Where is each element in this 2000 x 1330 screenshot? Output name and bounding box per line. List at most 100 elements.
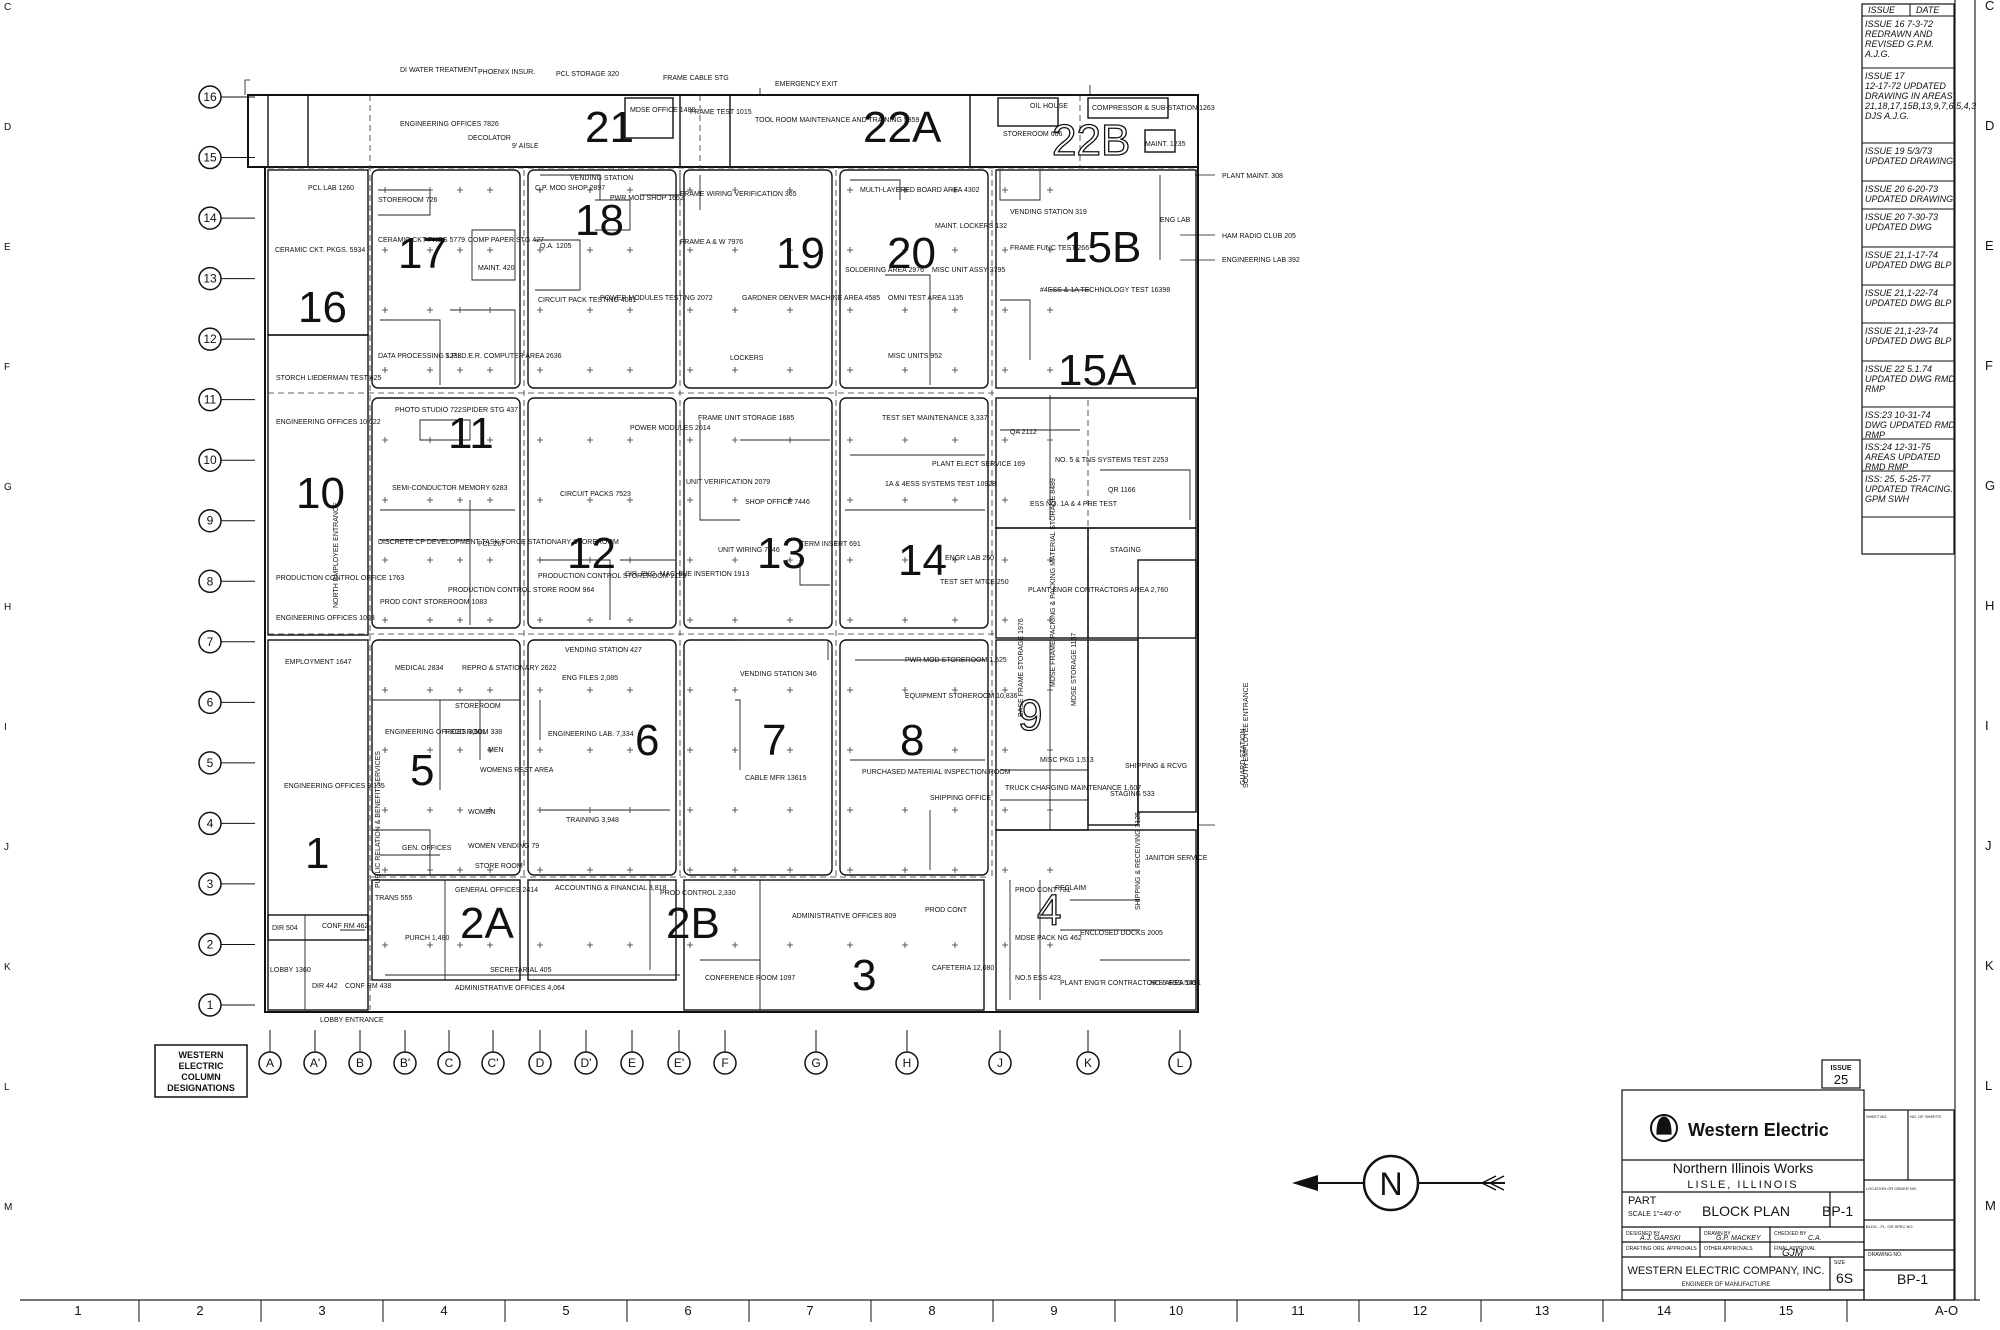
column-marker <box>487 437 493 443</box>
column-marker <box>427 617 433 623</box>
column-marker <box>952 247 958 253</box>
room-label: QA 2112 <box>1010 429 1037 436</box>
room-label: ENGINEERING OFFICES 1003 <box>276 615 375 622</box>
column-marker <box>382 807 388 813</box>
column-marker <box>537 187 543 193</box>
room-label: TRUCK CHARGING MAINTENANCE 1,607 <box>1005 785 1141 792</box>
row-bubble-label: 11 <box>204 393 217 407</box>
column-marker <box>952 557 958 563</box>
building-3-label: 3 <box>852 951 876 1000</box>
room-label: LOBBY 1360 <box>270 967 311 974</box>
building-13-label: 13 <box>757 529 806 578</box>
room-label: WOMEN <box>468 809 496 816</box>
column-bubble-label: C <box>445 1056 454 1070</box>
column-marker <box>457 942 463 948</box>
room-label: CIR. PKG. MACHINE INSERTION 1913 <box>625 571 749 578</box>
column-marker <box>787 557 793 563</box>
room-label: GARDNER DENVER MACHINE AREA 4585 <box>742 295 880 302</box>
building-18-label: 18 <box>575 196 624 245</box>
building-16-label: 16 <box>298 283 347 332</box>
room-label: MISC PKG 1,513 <box>1040 757 1094 764</box>
column-marker <box>847 187 853 193</box>
issue-box: ISSUE 25 <box>1821 1059 1861 1089</box>
column-marker <box>587 807 593 813</box>
column-marker <box>732 807 738 813</box>
room-label: PRODUCTION CONTROL STOREROOM 2125 <box>538 573 686 580</box>
border-letter: L <box>4 1082 10 1093</box>
column-marker <box>1047 437 1053 443</box>
building-19-label: 19 <box>776 229 825 278</box>
building-14-label: 14 <box>898 536 947 585</box>
column-marker <box>847 437 853 443</box>
room-label: DIR 442 <box>312 983 338 990</box>
column-marker <box>787 247 793 253</box>
column-marker <box>687 557 693 563</box>
column-bubble <box>1168 1051 1192 1075</box>
column-bubble <box>437 1051 461 1075</box>
border-letter: F <box>4 362 10 373</box>
column-marker <box>627 307 633 313</box>
title-no-sheets: NO. OF SHEETS <box>1910 1114 1941 1119</box>
column-marker <box>732 687 738 693</box>
column-marker <box>487 307 493 313</box>
column-bubble <box>620 1051 644 1075</box>
title-bldg: BLDG - FL. OR SPEC NO. <box>1866 1224 1914 1229</box>
room-label: FRAME UNIT STORAGE 1685 <box>698 415 794 422</box>
room-label: ENGINEERING OFFICES 7826 <box>400 121 499 128</box>
room-label: PROD CONT <box>925 907 968 914</box>
column-marker <box>1002 687 1008 693</box>
column-marker <box>732 617 738 623</box>
column-bubble-label: D <box>536 1056 545 1070</box>
room-label: ENGINEERING LAB 392 <box>1222 257 1300 264</box>
column-marker <box>427 942 433 948</box>
room-label: PROD CONT 731 <box>1015 887 1071 894</box>
room-label: ENG FILES 2,085 <box>562 675 618 682</box>
column-marker <box>847 687 853 693</box>
title-location: LISLE, ILLINOIS <box>1687 1179 1798 1191</box>
column-marker <box>1047 807 1053 813</box>
title-designed-label: DESIGNED BY <box>1626 1231 1661 1237</box>
building-7-label: 7 <box>762 716 786 765</box>
border-number: 8 <box>928 1303 935 1318</box>
room-label: ACCOUNTING & FINANCIAL 3,818 <box>555 885 666 892</box>
room-label: TEST SET MTCE 250 <box>940 579 1009 586</box>
column-markers <box>382 187 1053 948</box>
title-block-text: Western Electric Northern Illinois Works… <box>1626 1114 1941 1288</box>
column-marker <box>952 367 958 373</box>
column-marker <box>487 687 493 693</box>
border-number: 7 <box>806 1303 813 1318</box>
room-label: SHIPPING & RECEIVING 3125 <box>1135 812 1142 910</box>
column-bubble <box>481 1051 505 1075</box>
border-letter: H <box>4 602 11 613</box>
room-label: VENDING STATION 346 <box>740 671 817 678</box>
column-bubble <box>895 1051 919 1075</box>
room-label: PCL STORAGE 320 <box>556 71 619 78</box>
column-marker <box>687 497 693 503</box>
column-marker <box>847 747 853 753</box>
legend-line: DESIGNATIONS <box>167 1083 235 1093</box>
row-bubble-label: 3 <box>207 877 214 891</box>
room-label: MDSE OFFICE 1480 <box>630 107 695 114</box>
column-marker <box>1047 187 1053 193</box>
column-marker <box>847 557 853 563</box>
column-bubble-label: D' <box>581 1056 592 1070</box>
room-label: Q.A. 1205 <box>540 243 572 250</box>
room-label: MISC UNIT ASSY 3795 <box>932 267 1005 274</box>
room-label: ESS NO. 1A & 4 PRE TEST <box>1030 501 1118 508</box>
room-label: TOOL ROOM MAINTENANCE AND TRAINING 5859 <box>755 117 920 124</box>
column-bubble-label: E' <box>674 1056 684 1070</box>
room-label: DATA PROCESSING 1238 <box>378 353 461 360</box>
row-bubble-label: 12 <box>203 332 217 346</box>
plan-outline <box>247 94 1199 1013</box>
room-label: COMP PAPER STG 427 <box>468 237 544 244</box>
column-marker <box>537 687 543 693</box>
legend-line: COLUMN <box>181 1072 221 1082</box>
